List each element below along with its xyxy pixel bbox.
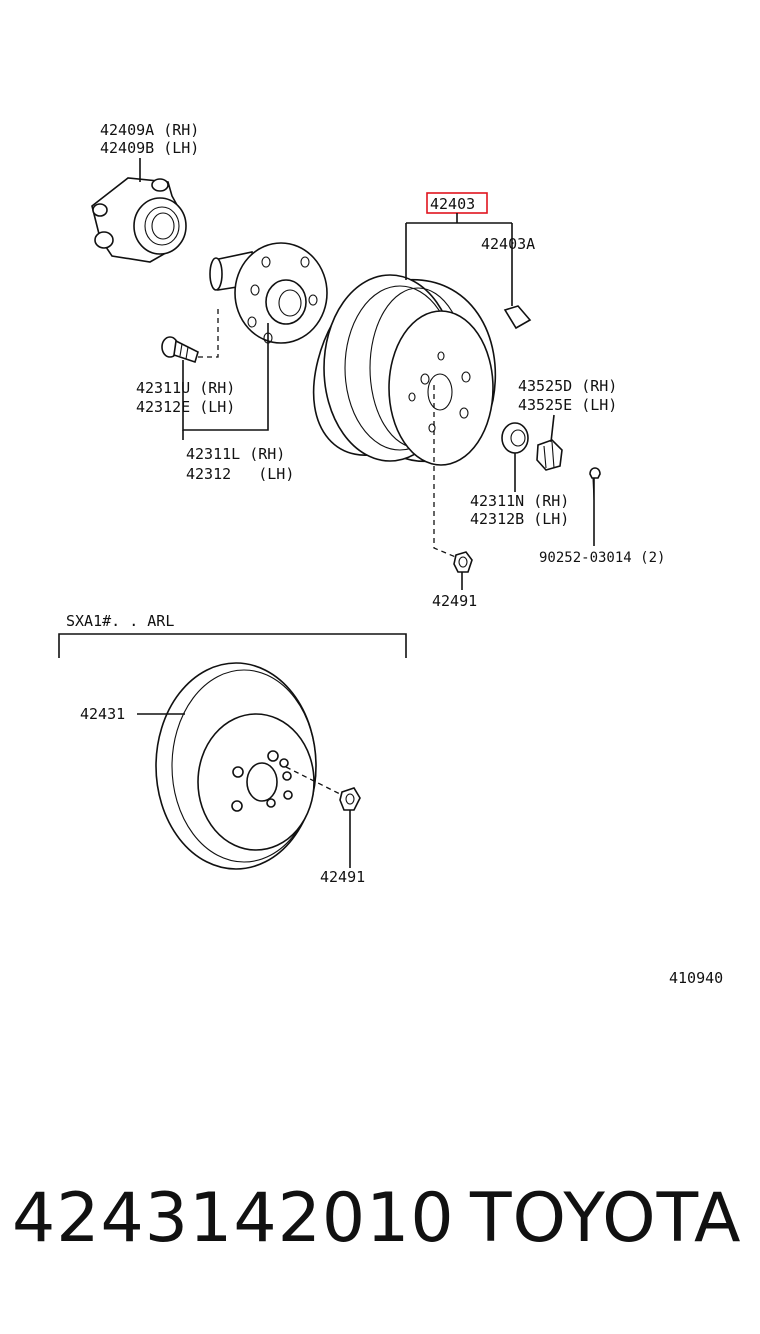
hub-bearing-drawing bbox=[91, 177, 187, 263]
label-drawing-code: 410940 bbox=[669, 969, 723, 987]
brake-drum-drawing bbox=[312, 274, 497, 466]
clip-drawing bbox=[503, 305, 532, 330]
label-cotter-pin: 90252-03014 (2) bbox=[539, 550, 665, 566]
hub-bolt-drawing bbox=[161, 336, 199, 364]
part-number-text: 4243142010 bbox=[12, 1179, 455, 1258]
label-disc: 42431 bbox=[80, 705, 125, 723]
label-hub-axle-lh: 42312 (LH) bbox=[186, 465, 294, 483]
leader-nut-cap bbox=[550, 414, 555, 443]
hub-nut-top-drawing bbox=[453, 551, 473, 573]
label-nut-rh: 42311N (RH) bbox=[470, 492, 569, 510]
cotter-pin-drawing bbox=[589, 467, 601, 501]
dashed-drum-to-nut bbox=[433, 385, 459, 559]
label-hub-nut-top: 42491 bbox=[432, 592, 477, 610]
variant-bracket bbox=[58, 633, 407, 658]
nut-drawing bbox=[501, 422, 529, 454]
label-hub-bearing-lh: 42409B (LH) bbox=[100, 139, 199, 157]
label-drum-sub: 42403A bbox=[481, 235, 535, 253]
label-nut-lh: 42312B (LH) bbox=[470, 510, 569, 528]
caption-bar: 4243142010 TOYOTA bbox=[0, 1185, 760, 1295]
label-hub-bolt-lh: 42312E (LH) bbox=[136, 398, 235, 416]
label-variant: SXA1#. . ARL bbox=[66, 612, 174, 630]
leader-hub-bolt bbox=[182, 323, 269, 431]
hub-axle-drawing bbox=[209, 242, 328, 344]
brand-text: TOYOTA bbox=[470, 1179, 742, 1258]
leader-drum-bracket bbox=[405, 213, 513, 306]
label-nut-cap-rh: 43525D (RH) bbox=[518, 377, 617, 395]
label-drum-assy: 42403 bbox=[430, 195, 475, 213]
label-nut-cap-lh: 43525E (LH) bbox=[518, 396, 617, 414]
nut-cap-drawing bbox=[536, 439, 563, 471]
dashed-disc-to-nut bbox=[285, 766, 347, 798]
parts-diagram: 42409A (RH) 42409B (LH) 42403 42403A 435… bbox=[58, 121, 723, 987]
label-hub-bearing-rh: 42409A (RH) bbox=[100, 121, 199, 139]
label-hub-axle-rh: 42311L (RH) bbox=[186, 445, 285, 463]
label-hub-bolt-rh: 42311U (RH) bbox=[136, 379, 235, 397]
dashed-bolt-to-hub bbox=[198, 306, 219, 358]
hub-nut-bottom-drawing bbox=[339, 787, 361, 811]
label-hub-nut-bottom: 42491 bbox=[320, 868, 365, 886]
brake-disc-drawing bbox=[155, 662, 317, 870]
